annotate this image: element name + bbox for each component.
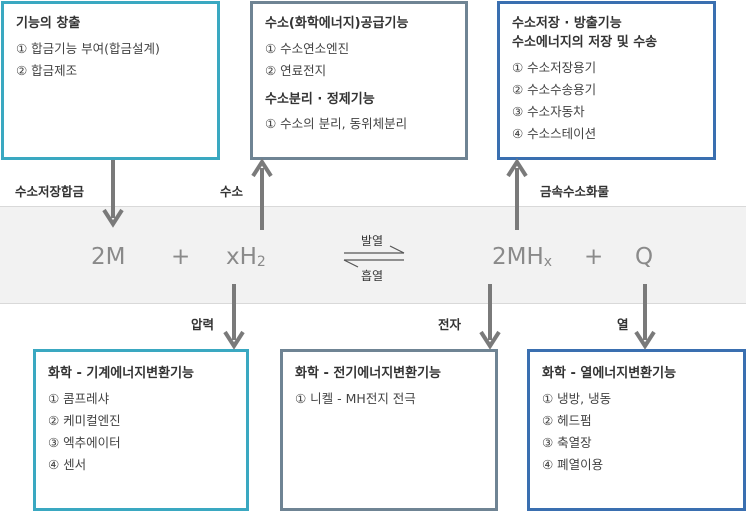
hydrogen-storage-title-1: 수소저장 · 방출기능: [512, 16, 622, 31]
hydrogen-separation-title: 수소분리 · 정제기능: [265, 92, 375, 107]
electrical-conversion-box: 화학 - 전기에너지변환기능 ① 니켈 - MH전지 전극: [280, 349, 498, 511]
reaction-band: [0, 206, 746, 304]
label-exothermic: 발열: [361, 234, 384, 248]
thermal-conversion-item: ③ 축열장: [542, 435, 592, 450]
label-heat: 열: [617, 317, 629, 332]
hydrogen-separation-item: ① 수소의 분리, 동위체분리: [265, 116, 408, 131]
arrow-pressure-down-head: [223, 330, 245, 350]
mechanical-conversion-item: ③ 엑추에이터: [48, 435, 121, 450]
arrow-electron-down-head: [479, 330, 501, 350]
mechanical-conversion-title: 화학 - 기계에너지변환기능: [48, 366, 195, 381]
hydrogen-storage-item: ② 수소수송용기: [512, 82, 597, 97]
electrical-conversion-title: 화학 - 전기에너지변환기능: [295, 366, 442, 381]
hydrogen-storage-item: ① 수소저장용기: [512, 60, 597, 75]
alloy-function-item: ① 합금기능 부여(합금설계): [16, 41, 160, 56]
mechanical-conversion-item: ④ 센서: [48, 457, 87, 472]
hydrogen-supply-item: ① 수소연소엔진: [265, 41, 350, 56]
reactant-2m: 2M: [91, 244, 126, 270]
arrow-heat-down-head: [634, 330, 656, 350]
label-hydrogen: 수소: [220, 184, 244, 199]
arrow-storage-up-head: [506, 158, 528, 178]
equilibrium-backward-barb: [343, 259, 359, 268]
arrow-hydrogen-up-head: [251, 158, 273, 178]
equilibrium-forward-barb: [389, 245, 405, 254]
mechanical-conversion-item: ① 콤프레샤: [48, 391, 110, 406]
electrical-conversion-item: ① 니켈 - MH전지 전극: [295, 391, 416, 406]
hydrogen-storage-item: ③ 수소자동차: [512, 104, 585, 119]
label-endothermic: 흡열: [361, 269, 384, 283]
hydrogen-supply-title: 수소(화학에너지)공급기능: [265, 16, 409, 31]
hydrogen-storage-title-2: 수소에너지의 저장 및 수송: [512, 35, 658, 50]
label-hydrogen-alloy: 수소저장합금: [15, 184, 85, 199]
hydrogen-supply-box: 수소(화학에너지)공급기능 ① 수소연소엔진 ② 연료전지 수소분리 · 정제기…: [250, 1, 468, 160]
xh-subscript: 2: [256, 254, 266, 270]
thermal-conversion-box: 화학 - 열에너지변환기능 ① 냉방, 냉동 ② 헤드펌 ③ 축열장 ④ 폐열이…: [527, 349, 746, 511]
hydrogen-storage-box: 수소저장 · 방출기능 수소에너지의 저장 및 수송 ① 수소저장용기 ② 수소…: [497, 1, 716, 160]
label-pressure: 압력: [191, 317, 215, 332]
alloy-function-title: 기능의 창출: [16, 16, 81, 31]
hydrogen-storage-item: ④ 수소스테이션: [512, 126, 597, 141]
reactant-xh2: xH2: [226, 243, 266, 276]
plus-sign: +: [584, 244, 604, 270]
label-electron: 전자: [438, 317, 462, 332]
arrow-alloy-down-head: [102, 208, 124, 228]
alloy-function-box: 기능의 창출 ① 합금기능 부여(합금설계) ② 합금제조: [1, 1, 220, 160]
product-2mhx: 2MHx: [492, 243, 552, 276]
plus-sign: +: [171, 244, 191, 270]
hydrogen-supply-item: ② 연료전지: [265, 63, 327, 78]
mechanical-conversion-item: ② 케미컬엔진: [48, 413, 121, 428]
mh-base: 2MH: [492, 244, 544, 270]
thermal-conversion-item: ① 냉방, 냉동: [542, 391, 612, 406]
thermal-conversion-item: ④ 폐열이용: [542, 457, 604, 472]
xh-base: xH: [226, 244, 257, 270]
mh-subscript: x: [543, 254, 553, 270]
product-q: Q: [635, 244, 654, 270]
thermal-conversion-title: 화학 - 열에너지변환기능: [542, 366, 677, 381]
alloy-function-item: ② 합금제조: [16, 63, 78, 78]
thermal-conversion-item: ② 헤드펌: [542, 413, 592, 428]
label-metal-hydride: 금속수소화물: [540, 184, 610, 199]
mechanical-conversion-box: 화학 - 기계에너지변환기능 ① 콤프레샤 ② 케미컬엔진 ③ 엑추에이터 ④ …: [33, 349, 249, 511]
